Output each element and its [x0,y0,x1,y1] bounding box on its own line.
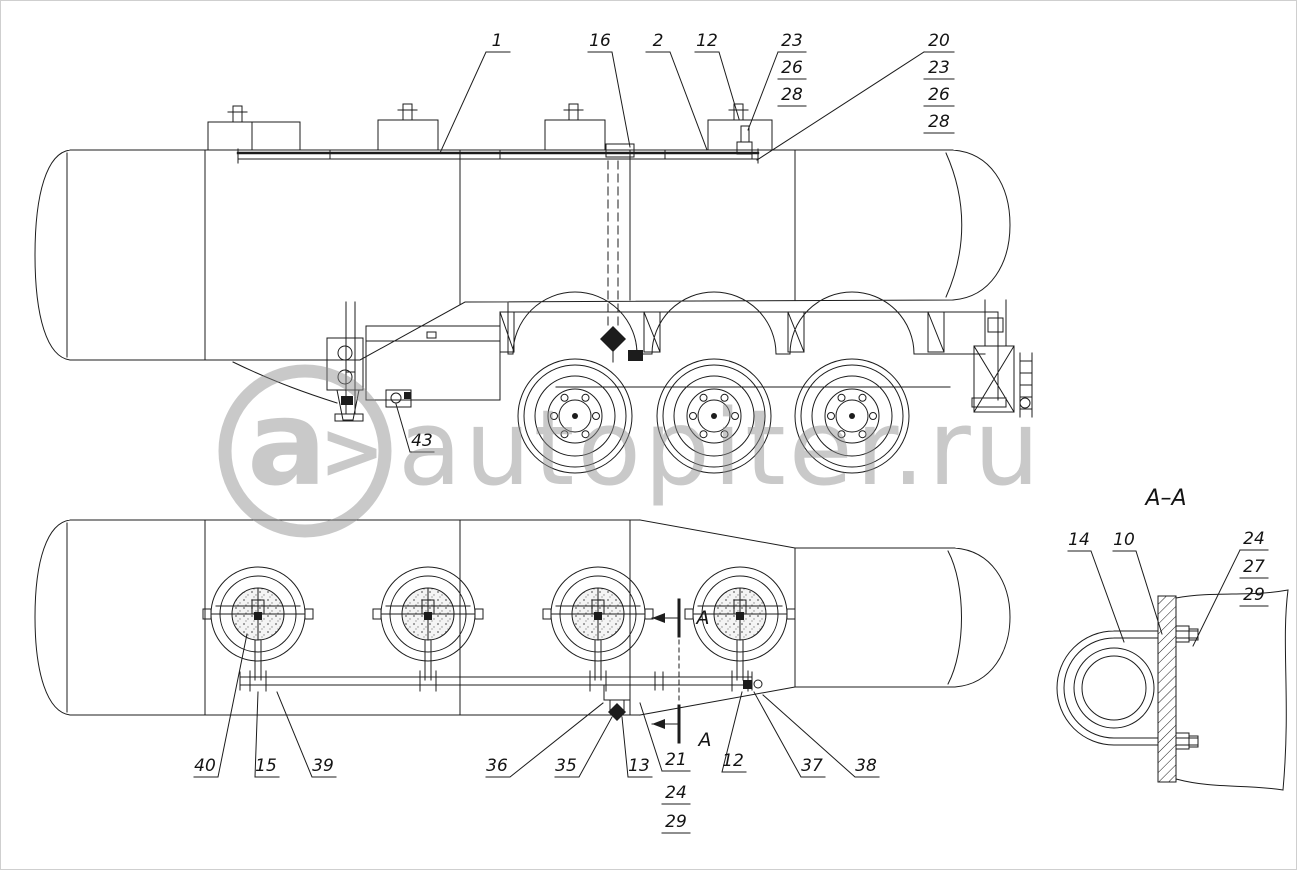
callout-label: 1 [492,31,503,51]
callout-label: 24 [1243,529,1265,549]
callout-label: 21 [665,750,687,770]
callout-label: 37 [801,756,823,776]
drain-2 [372,566,484,681]
callout-section-stack: 24 27 29 [1192,529,1269,647]
callout-label: 24 [665,783,687,803]
callout-12-bottom: 12 [721,691,747,773]
callout-label: 26 [928,85,950,105]
rail-fitting-right [736,141,753,155]
callout-38: 38 [762,694,880,778]
clamp-nut-top [1175,625,1190,643]
clamp-nut-bottom [1175,732,1190,750]
manhole-box-4 [707,119,773,151]
drain-3 [542,566,654,681]
rear-cabinet [973,345,1015,413]
pipe-cross-section [1073,647,1155,729]
callout-stack-b: 20 23 26 28 [756,31,955,161]
callout-label: 36 [486,756,508,776]
callout-21-stack: 21 24 29 [639,702,691,834]
watermark-logo-circle [218,364,392,538]
callout-label: 13 [628,756,650,776]
callout-2: 2 [645,31,708,151]
callout-label: 26 [781,58,803,78]
callout-label: 10 [1113,530,1135,550]
watermark-logo-arrow-icon: > [319,407,384,497]
callout-36: 36 [485,702,604,778]
callout-label: 2 [653,31,664,51]
callout-label: 16 [589,31,611,51]
center-drain-valve [603,684,631,701]
callout-15: 15 [254,691,280,778]
callout-label: 27 [1243,557,1265,577]
callout-43: 43 [395,403,435,453]
callout-14: 14 [1067,530,1125,643]
plan-view [34,519,1011,744]
callout-16: 16 [587,31,631,148]
rail-fitting-center [605,143,635,158]
watermark-site-text: autopiter.ru [398,387,1043,509]
section-view-drawing [1056,589,1289,791]
callout-label: 20 [928,31,950,51]
callout-label: 29 [665,812,687,832]
callout-1: 1 [439,31,511,154]
drop-pipe-valve [600,326,626,352]
callout-label: 39 [312,756,334,776]
section-view-title: A–A [1143,486,1186,511]
section-marker-letter-top: A [695,607,710,629]
callout-12-top: 12 [694,31,740,120]
callout-35: 35 [554,716,613,778]
callouts: 1 16 2 12 23 26 28 20 23 26 28 [193,31,1269,834]
callout-37: 37 [753,691,826,778]
manhole-box-1 [207,121,301,151]
manhole-box-2 [377,119,439,151]
callout-label: 12 [722,751,744,771]
section-marker-letter-bottom: A [697,729,712,751]
callout-label: 28 [928,112,950,132]
callout-label: 43 [411,431,433,451]
callout-10: 10 [1112,530,1163,635]
callout-label: 23 [781,31,803,51]
callout-label: 12 [696,31,718,51]
side-view [34,103,1033,474]
callout-stack-a: 23 26 28 [747,31,807,131]
callout-label: 40 [194,756,216,776]
callout-label: 35 [555,756,577,776]
drain-1 [202,566,314,681]
callout-40: 40 [193,633,248,778]
mounting-plate [1157,595,1177,783]
watermark-logo-letter: a [247,374,327,512]
landing-leg-foot [334,413,364,422]
callout-13: 13 [621,716,653,778]
manhole-box-3 [544,119,606,151]
watermark: a > autopiter.ru [218,364,1043,538]
callout-label: 23 [928,58,950,78]
callout-label: 29 [1243,585,1265,605]
callout-label: 15 [255,756,277,776]
callout-label: 28 [781,85,803,105]
callout-39: 39 [276,691,337,778]
toolbox [365,325,501,401]
pipe-connector [743,680,752,689]
callout-label: 14 [1068,530,1090,550]
internal-pipe-dashed [607,160,619,331]
callout-label: 38 [855,756,877,776]
